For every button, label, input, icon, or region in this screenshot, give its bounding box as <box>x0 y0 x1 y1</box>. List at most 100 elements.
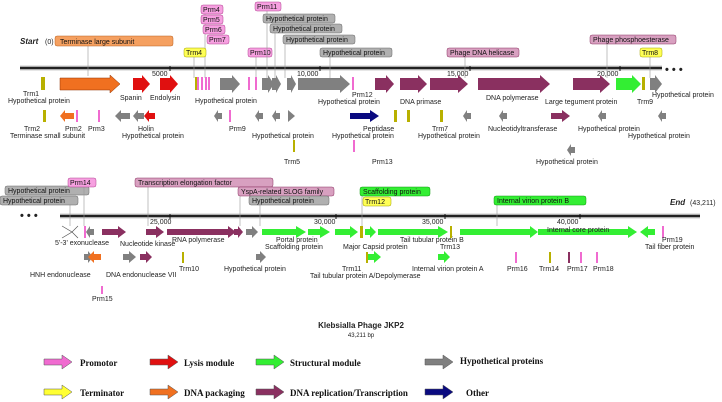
svg-text:15,000: 15,000 <box>447 71 469 78</box>
figure-title: Klebsialla Phage JKP2 <box>318 321 404 330</box>
svg-text:Hypothetical protein: Hypothetical protein <box>252 133 314 140</box>
legend-structural: Structural module <box>255 354 361 370</box>
labels-top-upper: Trm1 Hypothetical protein Spanin Endolys… <box>8 91 714 106</box>
gene-spanin <box>133 75 150 93</box>
continuation-dots-top: • • • <box>665 64 683 76</box>
gene-track-top-upper <box>41 74 662 94</box>
svg-text:Endolysin: Endolysin <box>150 95 180 102</box>
callout-trm4: Trm4 <box>183 47 207 78</box>
tick-25000: 25,000 <box>150 214 172 226</box>
svg-text:Prm17: Prm17 <box>567 266 588 273</box>
svg-text:Nucleotide kinase: Nucleotide kinase <box>120 241 175 248</box>
legend-hypothetical: Hypothetical proteins <box>424 354 544 370</box>
callout-hyp-2: Hypothetical protein <box>269 23 343 78</box>
svg-text:Lysis module: Lysis module <box>184 358 234 368</box>
start-label: Start <box>20 37 39 46</box>
svg-text:Other: Other <box>466 388 489 398</box>
tick-10000: 10,000 <box>297 66 321 78</box>
svg-text:Hypothetical protein: Hypothetical protein <box>578 126 640 133</box>
svg-text:DNA endonuclease VII: DNA endonuclease VII <box>106 272 176 279</box>
svg-text:Prm16: Prm16 <box>507 266 528 273</box>
svg-text:DNA primase: DNA primase <box>400 99 441 106</box>
callout-trm8: Trm8 <box>639 47 663 78</box>
svg-text:Hypothetical protein: Hypothetical protein <box>266 16 328 23</box>
svg-text:Trm8: Trm8 <box>642 50 658 57</box>
svg-text:Trm2: Trm2 <box>24 126 40 133</box>
tick-35000: 35,000 <box>422 214 446 226</box>
svg-text:Hypothetical protein: Hypothetical protein <box>3 198 65 205</box>
gene-terminase-large <box>59 74 121 94</box>
svg-text:Internal core protein: Internal core protein <box>547 227 609 234</box>
svg-text:Hypothetical protein: Hypothetical protein <box>286 37 348 44</box>
svg-text:Large tegument protein: Large tegument protein <box>545 99 617 106</box>
labels-top-lower: Trm2 Terminase small subunit Prm2 Prm3 H… <box>10 126 690 166</box>
callout-prm6: Prm6 <box>202 24 226 35</box>
svg-text:Terminase large subunit: Terminase large subunit <box>60 39 134 46</box>
svg-text:Hypothetical protein: Hypothetical protein <box>418 133 480 140</box>
svg-text:5000: 5000 <box>152 71 168 78</box>
callout-prm7: Prm7 <box>206 34 230 45</box>
callout-dna-helicase: Phage DNA helicase <box>446 47 520 78</box>
svg-text:Hypothetical protein: Hypothetical protein <box>8 188 70 195</box>
svg-text:Hypothetical protein: Hypothetical protein <box>652 92 714 99</box>
svg-text:Phage DNA helicase: Phage DNA helicase <box>450 50 514 57</box>
svg-text:Trm10: Trm10 <box>179 266 199 273</box>
tick-15000: 15,000 <box>447 66 471 78</box>
svg-text:Major Capsid protein: Major Capsid protein <box>343 244 408 251</box>
tick-40000: 40,000 <box>557 214 581 226</box>
svg-text:Trm4: Trm4 <box>186 50 202 57</box>
labels-bottom-upper: 5'-3' exonuclease Nucleotide kinase RNA … <box>55 227 695 251</box>
svg-text:Trm11: Trm11 <box>342 266 362 273</box>
svg-text:Tail fiber protein: Tail fiber protein <box>645 244 695 251</box>
svg-text:Terminator: Terminator <box>80 388 124 398</box>
continuation-dots-bottom: • • • <box>20 210 38 222</box>
svg-text:Spanin: Spanin <box>120 95 142 102</box>
svg-text:Hypothetical protein: Hypothetical protein <box>224 266 286 273</box>
svg-text:Hypothetical protein: Hypothetical protein <box>318 99 380 106</box>
svg-text:Peptidase: Peptidase <box>363 126 394 133</box>
legend-terminator: Terminator <box>43 384 124 400</box>
svg-text:40,000: 40,000 <box>557 219 579 226</box>
callout-hyp-3: Hypothetical protein <box>282 34 356 78</box>
gene-track-top-lower <box>43 110 666 156</box>
svg-text:5'-3' exonuclease: 5'-3' exonuclease <box>55 240 109 247</box>
svg-text:Prm5: Prm5 <box>203 17 220 24</box>
svg-text:Holin: Holin <box>138 126 154 133</box>
svg-text:Prm15: Prm15 <box>92 296 113 303</box>
callout-hyp-1: Hypothetical protein <box>262 13 336 24</box>
svg-text:Trm1: Trm1 <box>23 91 39 98</box>
figure-genome-size: 43,211 bp <box>348 333 375 339</box>
svg-text:Prm2: Prm2 <box>65 126 82 133</box>
callout-transcription-elongation: Transcription elongation factor <box>134 177 274 226</box>
legend-other: Other <box>424 384 489 400</box>
svg-text:Tail tubular protein A/Depolym: Tail tubular protein A/Depolymerase <box>310 273 421 280</box>
svg-text:Transcription elongation facto: Transcription elongation factor <box>138 180 233 187</box>
svg-text:Promotor: Promotor <box>80 358 117 368</box>
svg-text:YspA-related SLOG family: YspA-related SLOG family <box>241 189 324 196</box>
svg-text:Hypothetical protein: Hypothetical protein <box>252 198 314 205</box>
svg-text:20,000: 20,000 <box>597 71 619 78</box>
svg-text:Structural module: Structural module <box>290 358 361 368</box>
gene-track-bottom-lower <box>84 251 598 294</box>
svg-text:Prm10: Prm10 <box>250 50 271 57</box>
svg-text:Hypothetical protein: Hypothetical protein <box>332 133 394 140</box>
tick-20000: 20,000 <box>597 66 621 78</box>
svg-text:Trm9: Trm9 <box>637 99 653 106</box>
callout-internal-virion-b: Internal virion protein B <box>493 195 587 226</box>
callout-terminase-large: Terminase large subunit <box>54 35 174 76</box>
start-position: (0) <box>45 39 54 46</box>
svg-text:25,000: 25,000 <box>150 219 172 226</box>
svg-text:Prm9: Prm9 <box>229 126 246 133</box>
svg-text:Prm12: Prm12 <box>352 92 373 99</box>
tick-30000: 30,000 <box>314 214 337 226</box>
gene-trm1 <box>41 77 45 90</box>
svg-text:Terminase small subunit: Terminase small subunit <box>10 133 85 140</box>
gene-endolysin <box>160 75 178 93</box>
end-label: End <box>670 198 686 207</box>
legend: Promotor Lysis module Structural module … <box>43 354 544 400</box>
callout-trm12: Trm12 <box>362 196 392 207</box>
svg-text:Scaffolding protein: Scaffolding protein <box>265 244 323 251</box>
svg-text:Hypothetical protein: Hypothetical protein <box>195 98 257 105</box>
svg-text:Trm14: Trm14 <box>539 266 559 273</box>
